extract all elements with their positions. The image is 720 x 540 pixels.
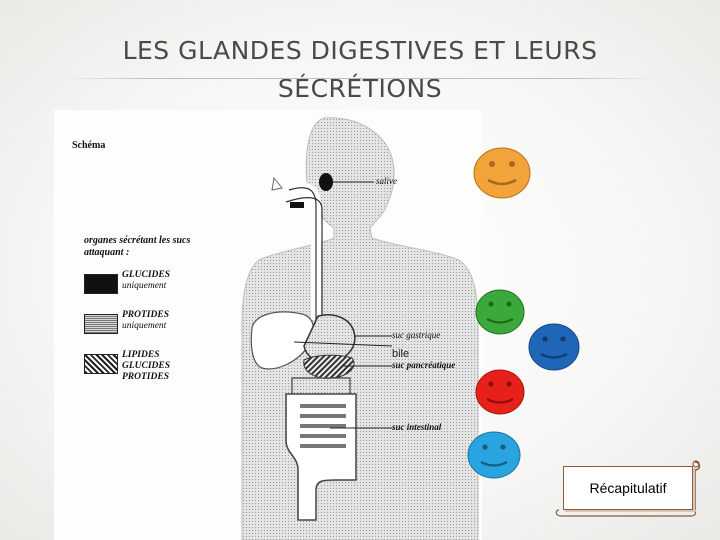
pancreas: [303, 354, 355, 379]
digestive-diagram: Schéma organes sécrétant les sucs attaqu…: [54, 110, 482, 540]
title-line-1: LES GLANDES DIGESTIVES ET LEURS: [122, 36, 598, 65]
smiley-orange-icon[interactable]: [472, 146, 532, 200]
slide-title: LES GLANDES DIGESTIVES ET LEURS SÉCRÉTIO…: [60, 32, 660, 108]
label-suc-intestinal: suc intestinal: [392, 422, 442, 432]
legend-item-protides: PROTIDES uniquement: [122, 310, 169, 332]
legend-label: GLUCIDES: [122, 270, 171, 280]
label-suc-pancreatique: suc pancréatique: [392, 360, 456, 370]
salivary-gland: [319, 173, 333, 191]
stomach: [303, 314, 356, 364]
label-leaders: [293, 181, 393, 429]
smiley-red-icon[interactable]: [474, 368, 526, 416]
legend-swatch-lipides: [84, 354, 118, 374]
legend-label: GLUCIDES: [122, 361, 171, 371]
legend-label: PROTIDES: [122, 310, 169, 320]
smiley-blue-icon[interactable]: [527, 322, 581, 372]
legend-title-line-1: organes sécrétant les sucs: [84, 235, 191, 246]
legend-swatch-glucides: [84, 274, 118, 294]
legend-label: PROTIDES: [122, 372, 169, 382]
recap-button[interactable]: Récapitulatif: [563, 466, 693, 510]
label-suc-gastrique: suc gastrique: [392, 330, 441, 340]
title-line-2: SÉCRÉTIONS: [277, 74, 443, 103]
legend-sublabel: uniquement: [122, 321, 167, 331]
scroll-frame: [555, 460, 701, 517]
legend-item-glucides: GLUCIDES uniquement: [122, 270, 170, 292]
legend-title: organes sécrétant les sucs attaquant :: [84, 235, 190, 259]
label-salive: salive: [376, 176, 397, 186]
smiley-lightblue-icon[interactable]: [466, 430, 522, 480]
title-divider: [60, 78, 660, 79]
legend-item-lipides: LIPIDES GLUCIDES PROTIDES: [122, 350, 170, 383]
smiley-green-icon[interactable]: [474, 288, 526, 336]
body-silhouette: [241, 117, 479, 540]
small-intestine: [300, 404, 346, 448]
recap-button-frame[interactable]: Récapitulatif: [555, 458, 705, 518]
legend-title-line-2: attaquant :: [84, 247, 130, 258]
label-bile: bile: [392, 348, 410, 360]
legend-label: LIPIDES: [122, 350, 160, 360]
schema-heading: Schéma: [72, 140, 106, 151]
legend-sublabel: uniquement: [122, 281, 167, 291]
legend-swatch-protides: [84, 314, 118, 334]
